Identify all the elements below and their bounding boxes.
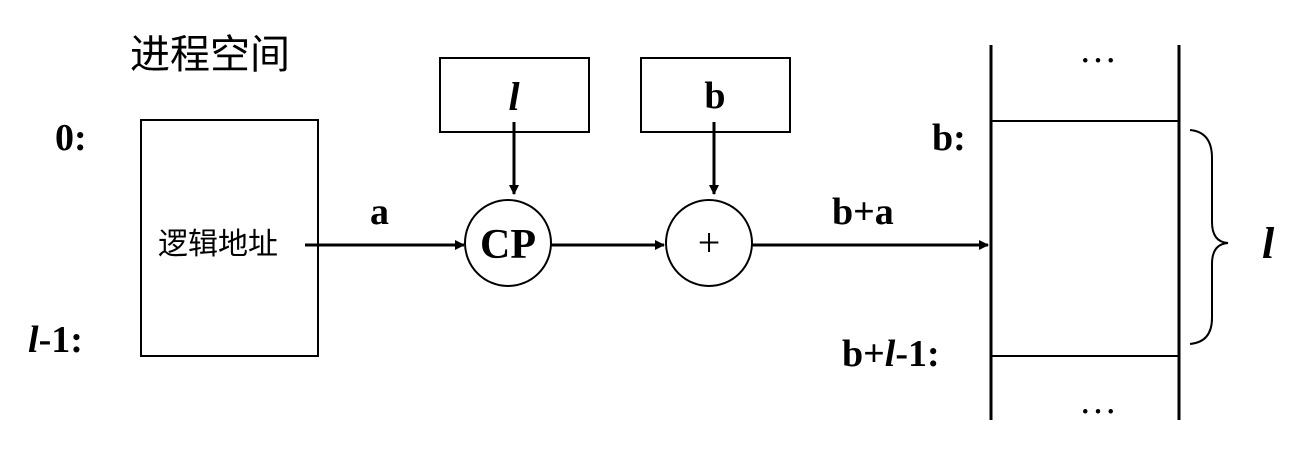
end-address-suffix: -1: <box>39 319 83 361</box>
base-register-value: b <box>704 75 725 117</box>
memory-ellipsis-top: … <box>1079 29 1117 71</box>
logical-address-label: 逻辑地址 <box>158 227 278 262</box>
offset-label: a <box>370 191 389 233</box>
length-brace <box>1189 129 1229 345</box>
memory-end-suffix: -1: <box>895 333 939 375</box>
length-symbol: l <box>28 319 39 361</box>
end-address-label: l-1: <box>28 319 83 361</box>
physical-address-label: b+a <box>832 191 894 233</box>
memory-end-length-symbol: l <box>885 333 896 375</box>
process-space-box <box>140 119 319 357</box>
start-address-label: 0: <box>55 117 87 159</box>
length-register-value: l <box>508 74 520 119</box>
process-space-title: 进程空间 <box>130 32 290 78</box>
memory-base-label: b: <box>932 117 966 159</box>
brace-length-label: l <box>1262 219 1275 268</box>
add-operator-label: + <box>698 220 721 265</box>
memory-ellipsis-bottom: … <box>1079 380 1117 422</box>
compare-operator-circle <box>464 199 552 287</box>
compare-operator-label: CP <box>480 222 536 268</box>
length-register-box <box>439 57 590 133</box>
base-register-box <box>640 57 791 133</box>
add-operator-circle <box>665 199 753 287</box>
memory-end-label: b+l-1: <box>842 333 940 375</box>
memory-end-prefix: b+ <box>842 333 885 375</box>
